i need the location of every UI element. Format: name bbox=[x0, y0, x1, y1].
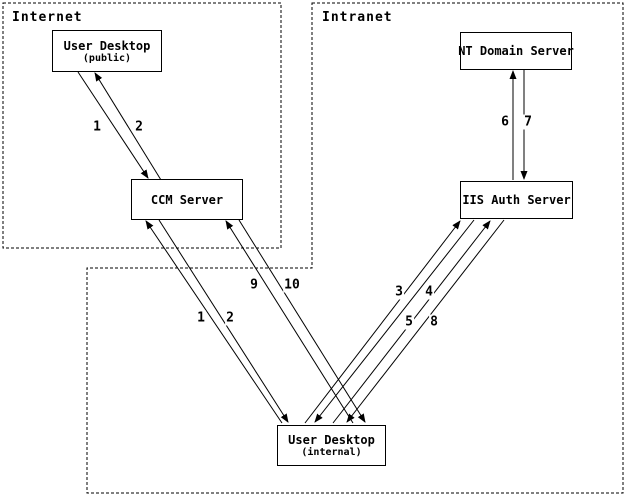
node-ccm-server: CCM Server bbox=[131, 179, 243, 220]
internet-zone-outline bbox=[2, 2, 282, 249]
node-iis-auth-server: IIS Auth Server bbox=[460, 181, 573, 219]
arrow-step9-internal-to-ccm bbox=[225, 220, 354, 424]
node-title: User Desktop bbox=[288, 433, 375, 447]
arrow-step1-internal-to-ccm bbox=[145, 220, 283, 424]
node-user-desktop-public: User Desktop (public) bbox=[52, 30, 162, 72]
node-title: User Desktop bbox=[63, 38, 151, 53]
node-title: NT Domain Server bbox=[458, 44, 574, 58]
arrow-step3-internal-to-iis bbox=[304, 220, 461, 424]
node-subtitle: (public) bbox=[82, 52, 132, 64]
arrow-step4-iis-to-internal bbox=[314, 219, 475, 423]
node-subtitle: (internal) bbox=[301, 447, 362, 458]
node-title: CCM Server bbox=[150, 192, 224, 207]
node-nt-domain-server: NT Domain Server bbox=[458, 32, 574, 70]
node-title: IIS Auth Server bbox=[462, 193, 571, 207]
arrow-step2-ccm-to-internal bbox=[158, 219, 289, 423]
arrow-step1-public-to-ccm bbox=[77, 71, 149, 179]
intranet-zone-label: Intranet bbox=[322, 10, 393, 25]
step-label-10: 10 bbox=[283, 277, 301, 293]
step-label-9: 9 bbox=[249, 277, 259, 293]
step-label-2-internal: 2 bbox=[225, 310, 235, 326]
internet-zone-label: Internet bbox=[12, 10, 83, 25]
arrow-step10-ccm-to-internal bbox=[238, 219, 366, 423]
step-label-6: 6 bbox=[500, 114, 510, 130]
arrow-step2-ccm-to-public bbox=[94, 72, 162, 181]
step-label-1-public: 1 bbox=[92, 119, 102, 135]
node-user-desktop-internal: User Desktop (internal) bbox=[277, 425, 386, 466]
step-label-2-public: 2 bbox=[134, 119, 144, 135]
step-label-5: 5 bbox=[404, 314, 414, 330]
step-label-8: 8 bbox=[429, 314, 439, 330]
intranet-zone-outline bbox=[86, 2, 624, 494]
step-label-7: 7 bbox=[523, 114, 533, 130]
step-label-1-internal: 1 bbox=[196, 310, 206, 326]
arrow-step8-iis-to-internal bbox=[346, 219, 505, 423]
step-label-4: 4 bbox=[424, 284, 434, 300]
step-label-3: 3 bbox=[394, 284, 404, 300]
